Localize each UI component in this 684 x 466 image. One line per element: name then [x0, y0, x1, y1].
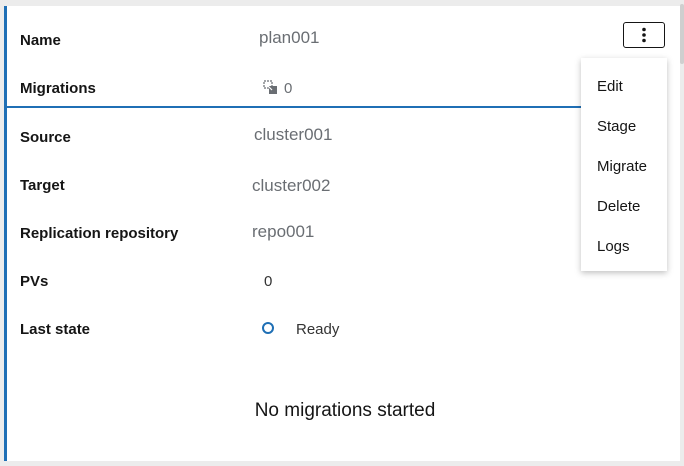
source-value: cluster001: [254, 125, 333, 144]
menu-item-delete[interactable]: Delete: [597, 198, 641, 215]
target-label: Target: [20, 177, 65, 194]
empty-migrations-message: No migrations started: [254, 400, 436, 421]
name-label: Name: [20, 32, 61, 49]
source-label: Source: [20, 129, 71, 146]
repo-value: repo001: [252, 222, 315, 241]
kebab-menu-icon: [642, 27, 646, 43]
plan-card: Name plan001 Migrations 0 Source cluster…: [4, 6, 680, 461]
name-value: plan001: [259, 28, 320, 47]
migrations-divider: [7, 106, 599, 108]
pvs-value: 0: [264, 273, 273, 290]
scrollbar[interactable]: [680, 4, 684, 64]
ready-status-icon: [262, 322, 274, 334]
actions-kebab-button[interactable]: [623, 22, 665, 48]
menu-item-logs[interactable]: Logs: [597, 238, 630, 255]
target-value: cluster002: [252, 176, 331, 195]
migration-icon: [263, 80, 279, 101]
repo-label: Replication repository: [20, 225, 179, 242]
state-label: Last state: [20, 321, 91, 338]
migrations-label: Migrations: [20, 80, 96, 97]
menu-item-stage[interactable]: Stage: [597, 118, 637, 135]
menu-item-edit[interactable]: Edit: [597, 78, 623, 95]
state-value: Ready: [296, 321, 340, 338]
pvs-label: PVs: [20, 273, 49, 290]
actions-dropdown-menu: Edit Stage Migrate Delete Logs: [581, 58, 667, 271]
menu-item-migrate[interactable]: Migrate: [597, 158, 648, 175]
migrations-count: 0: [284, 80, 293, 97]
